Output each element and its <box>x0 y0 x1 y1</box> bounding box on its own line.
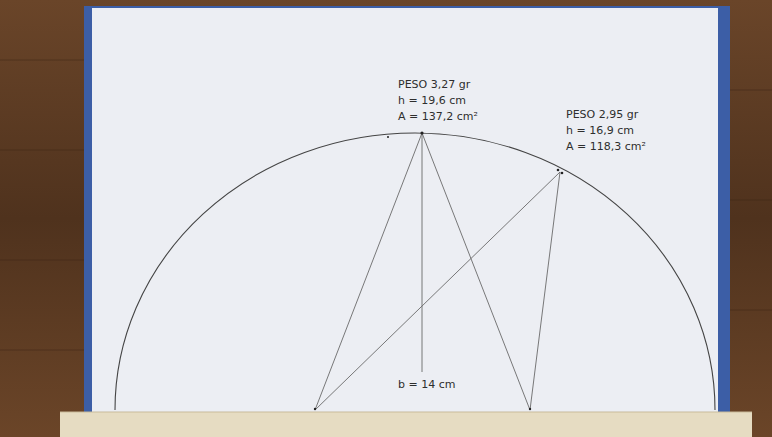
blue-board <box>84 6 730 416</box>
triangles <box>315 133 560 410</box>
weight-note: PESO 2,95 gr <box>566 108 638 121</box>
ruler-edge <box>60 412 752 413</box>
paper-sheet <box>92 8 718 414</box>
vertex-dots <box>314 131 564 410</box>
weight-note: PESO 3,27 gr <box>398 78 470 91</box>
ruler-strip <box>60 412 752 437</box>
area-note: A = 137,2 cm² <box>398 110 478 123</box>
base-dimension: b = 14 cm <box>398 378 455 391</box>
ellipse-arc <box>115 133 715 410</box>
height-note: h = 19,6 cm <box>398 94 466 107</box>
height-note: h = 16,9 cm <box>566 124 634 137</box>
area-note: A = 118,3 cm² <box>566 140 646 153</box>
